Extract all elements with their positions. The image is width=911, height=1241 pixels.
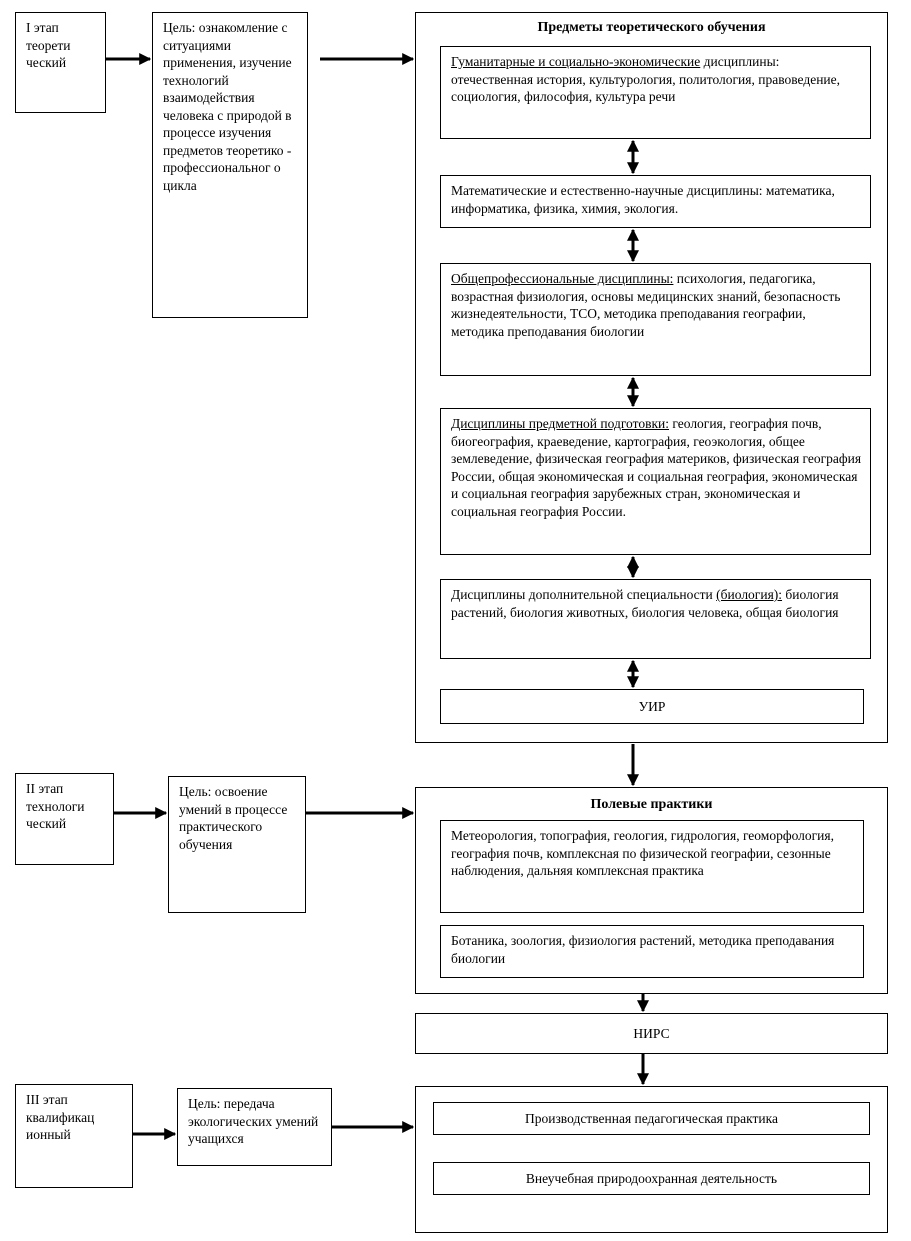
uir-label: УИР bbox=[638, 699, 666, 714]
practice-title: Полевые практики bbox=[590, 797, 713, 812]
stage-2-goal: Цель: освоение умений в процессе практич… bbox=[179, 784, 288, 852]
humanities-body: дисциплины: отечественная история, культ… bbox=[451, 54, 841, 104]
stage-1-box: I этап теорети ческий bbox=[15, 12, 106, 113]
nirs-label: НИРС bbox=[633, 1026, 670, 1041]
pedagogical-practice-label: Производственная педагогическая практика bbox=[525, 1111, 778, 1126]
theory-title: Предметы теоретического обучения bbox=[537, 20, 766, 35]
additional-specialty-heading: (биология): bbox=[716, 587, 783, 602]
theory-block-general-professional: Общепрофессиональные дисциплины: психоло… bbox=[440, 263, 871, 376]
general-professional-heading: Общепрофессиональные дисциплины: bbox=[451, 271, 674, 286]
subject-training-heading: Дисциплины предметной подготовки: bbox=[451, 416, 670, 431]
stage-2-label: II этап технологи ческий bbox=[26, 781, 85, 831]
additional-specialty-body: биология растений, биология животных, би… bbox=[451, 587, 839, 620]
humanities-heading: Гуманитарные и социально-экономические bbox=[451, 54, 701, 69]
theory-block-humanities: Гуманитарные и социально-экономические д… bbox=[440, 46, 871, 139]
stage-3-goal-box: Цель: передача экологических умений учащ… bbox=[177, 1088, 332, 1166]
qualification-item-pedagogical-practice: Производственная педагогическая практика bbox=[433, 1102, 870, 1135]
stage-3-label: III этап квалификац ионный bbox=[26, 1092, 95, 1142]
practice-block-biology: Ботаника, зоология, физиология растений,… bbox=[440, 925, 864, 978]
stage-2-box: II этап технологи ческий bbox=[15, 773, 114, 865]
theory-block-math-science: Математические и естественно-научные дис… bbox=[440, 175, 871, 228]
stage-2-goal-box: Цель: освоение умений в процессе практич… bbox=[168, 776, 306, 913]
practice-biology-text: Ботаника, зоология, физиология растений,… bbox=[451, 933, 835, 966]
stage-1-goal-box: Цель: ознакомление с ситуациями применен… bbox=[152, 12, 308, 318]
uir-box: УИР bbox=[440, 689, 864, 724]
practice-geography-text: Метеорология, топография, геология, гидр… bbox=[451, 828, 834, 878]
stage-3-goal: Цель: передача экологических умений учащ… bbox=[188, 1096, 319, 1146]
math-science-body: Математические и естественно-научные дис… bbox=[451, 183, 835, 216]
stage-3-box: III этап квалификац ионный bbox=[15, 1084, 133, 1188]
nirs-box: НИРС bbox=[415, 1013, 888, 1054]
nature-protection-label: Внеучебная природоохранная деятельность bbox=[525, 1171, 778, 1186]
additional-specialty-pre: Дисциплины дополнительной специальности bbox=[451, 587, 717, 602]
general-professional-body: психология, педагогика, возрастная физио… bbox=[451, 271, 841, 339]
stage-1-label: I этап теорети ческий bbox=[26, 20, 71, 70]
qualification-item-nature-protection: Внеучебная природоохранная деятельность bbox=[433, 1162, 870, 1195]
practice-block-geography: Метеорология, топография, геология, гидр… bbox=[440, 820, 864, 913]
theory-block-subject-training: Дисциплины предметной подготовки: геолог… bbox=[440, 408, 871, 555]
subject-training-body: геология, география почв, биогеография, … bbox=[451, 416, 862, 519]
theory-block-additional-specialty: Дисциплины дополнительной специальности … bbox=[440, 579, 871, 659]
stage-1-goal: Цель: ознакомление с ситуациями применен… bbox=[163, 20, 292, 193]
